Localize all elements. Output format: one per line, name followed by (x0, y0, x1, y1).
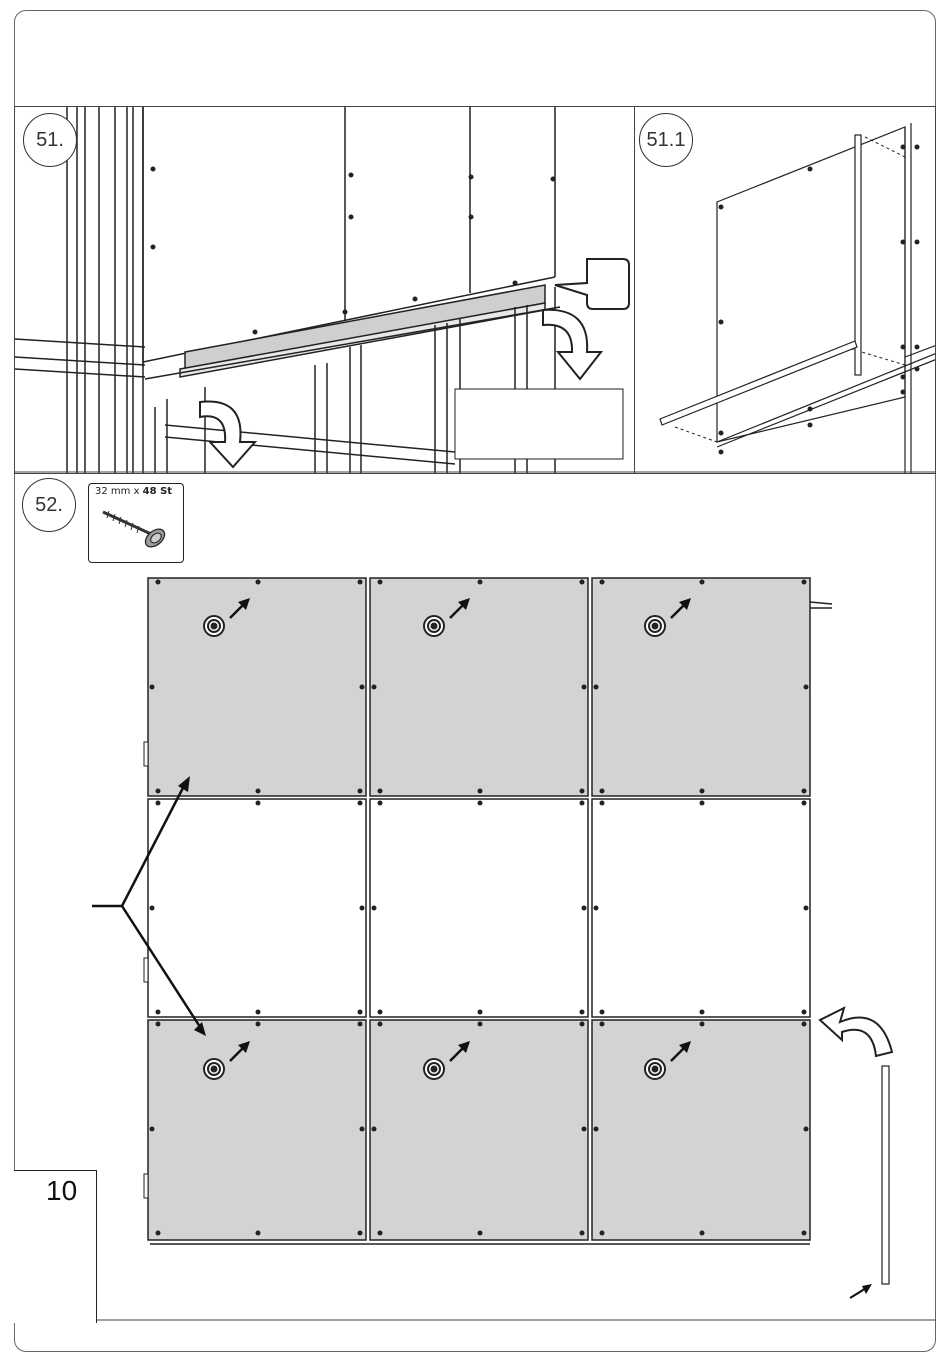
screw-dot (582, 1127, 587, 1132)
screw-dot (802, 789, 807, 794)
screw-dot (256, 1231, 261, 1236)
screw-dot (150, 906, 155, 911)
screw-dot (150, 685, 155, 690)
screw-dot (360, 906, 365, 911)
screw-dot (378, 1010, 383, 1015)
screw-dot (372, 685, 377, 690)
screw-dot (700, 1022, 705, 1027)
screw-dot (358, 801, 363, 806)
screw-dot (378, 789, 383, 794)
screw-dot (156, 801, 161, 806)
screw-dot (600, 801, 605, 806)
screw-dot (802, 1010, 807, 1015)
screw-dot (802, 1022, 807, 1027)
screw-dot (358, 1231, 363, 1236)
screw-dot (580, 801, 585, 806)
screw-dot (600, 1231, 605, 1236)
screw-dot (256, 1022, 261, 1027)
screw-dot (582, 685, 587, 690)
screw-dot (256, 801, 261, 806)
screw-dot (700, 789, 705, 794)
screw-dot (700, 580, 705, 585)
screw-dot (700, 1010, 705, 1015)
screw-dot (802, 580, 807, 585)
screw-dot (358, 1010, 363, 1015)
screw-dot (600, 1022, 605, 1027)
screw-dot (378, 1231, 383, 1236)
screw-dot (478, 1231, 483, 1236)
screw-dot (358, 1022, 363, 1027)
screw-dot (478, 1010, 483, 1015)
gap-measurement: 10 (46, 1175, 77, 1207)
screw-dot (360, 1127, 365, 1132)
screw-dot (360, 685, 365, 690)
screw-dot (600, 580, 605, 585)
screw-dot (156, 580, 161, 585)
screw-dot (802, 801, 807, 806)
screw-dot (256, 789, 261, 794)
screw-dot (256, 580, 261, 585)
screw-dot (802, 1231, 807, 1236)
screw-dot (804, 906, 809, 911)
screw-dot (594, 906, 599, 911)
screw-dot (156, 1231, 161, 1236)
screw-dot (804, 685, 809, 690)
screw-dot (594, 1127, 599, 1132)
screw-dot (372, 906, 377, 911)
screw-dot (478, 1022, 483, 1027)
screw-dot (378, 580, 383, 585)
screw-dot (478, 580, 483, 585)
screw-dot (582, 906, 587, 911)
screw-dot (358, 580, 363, 585)
screw-dot (594, 685, 599, 690)
screw-dot (700, 1231, 705, 1236)
screw-dot (378, 801, 383, 806)
screw-dot (700, 801, 705, 806)
screw-dot (358, 789, 363, 794)
screw-dot (600, 1010, 605, 1015)
screw-dot (372, 1127, 377, 1132)
step-number-badge: 52. (22, 478, 76, 532)
screw-dot (580, 1231, 585, 1236)
screw-dot (478, 801, 483, 806)
screw-icon (89, 484, 183, 562)
curved-arrow-icon (820, 1008, 892, 1056)
screw-dot (156, 1022, 161, 1027)
arrow-icon (850, 1288, 866, 1298)
screw-dot (580, 789, 585, 794)
screw-dot (478, 789, 483, 794)
parts-box: 32 mm x 48 St (88, 483, 184, 563)
screw-dot (804, 1127, 809, 1132)
screw-dot (150, 1127, 155, 1132)
screw-dot (156, 789, 161, 794)
screw-dot (156, 1010, 161, 1015)
screw-dot (580, 1010, 585, 1015)
screw-dot (256, 1010, 261, 1015)
screw-dot (580, 580, 585, 585)
screw-dot (580, 1022, 585, 1027)
screw-dot (378, 1022, 383, 1027)
screw-dot (600, 789, 605, 794)
